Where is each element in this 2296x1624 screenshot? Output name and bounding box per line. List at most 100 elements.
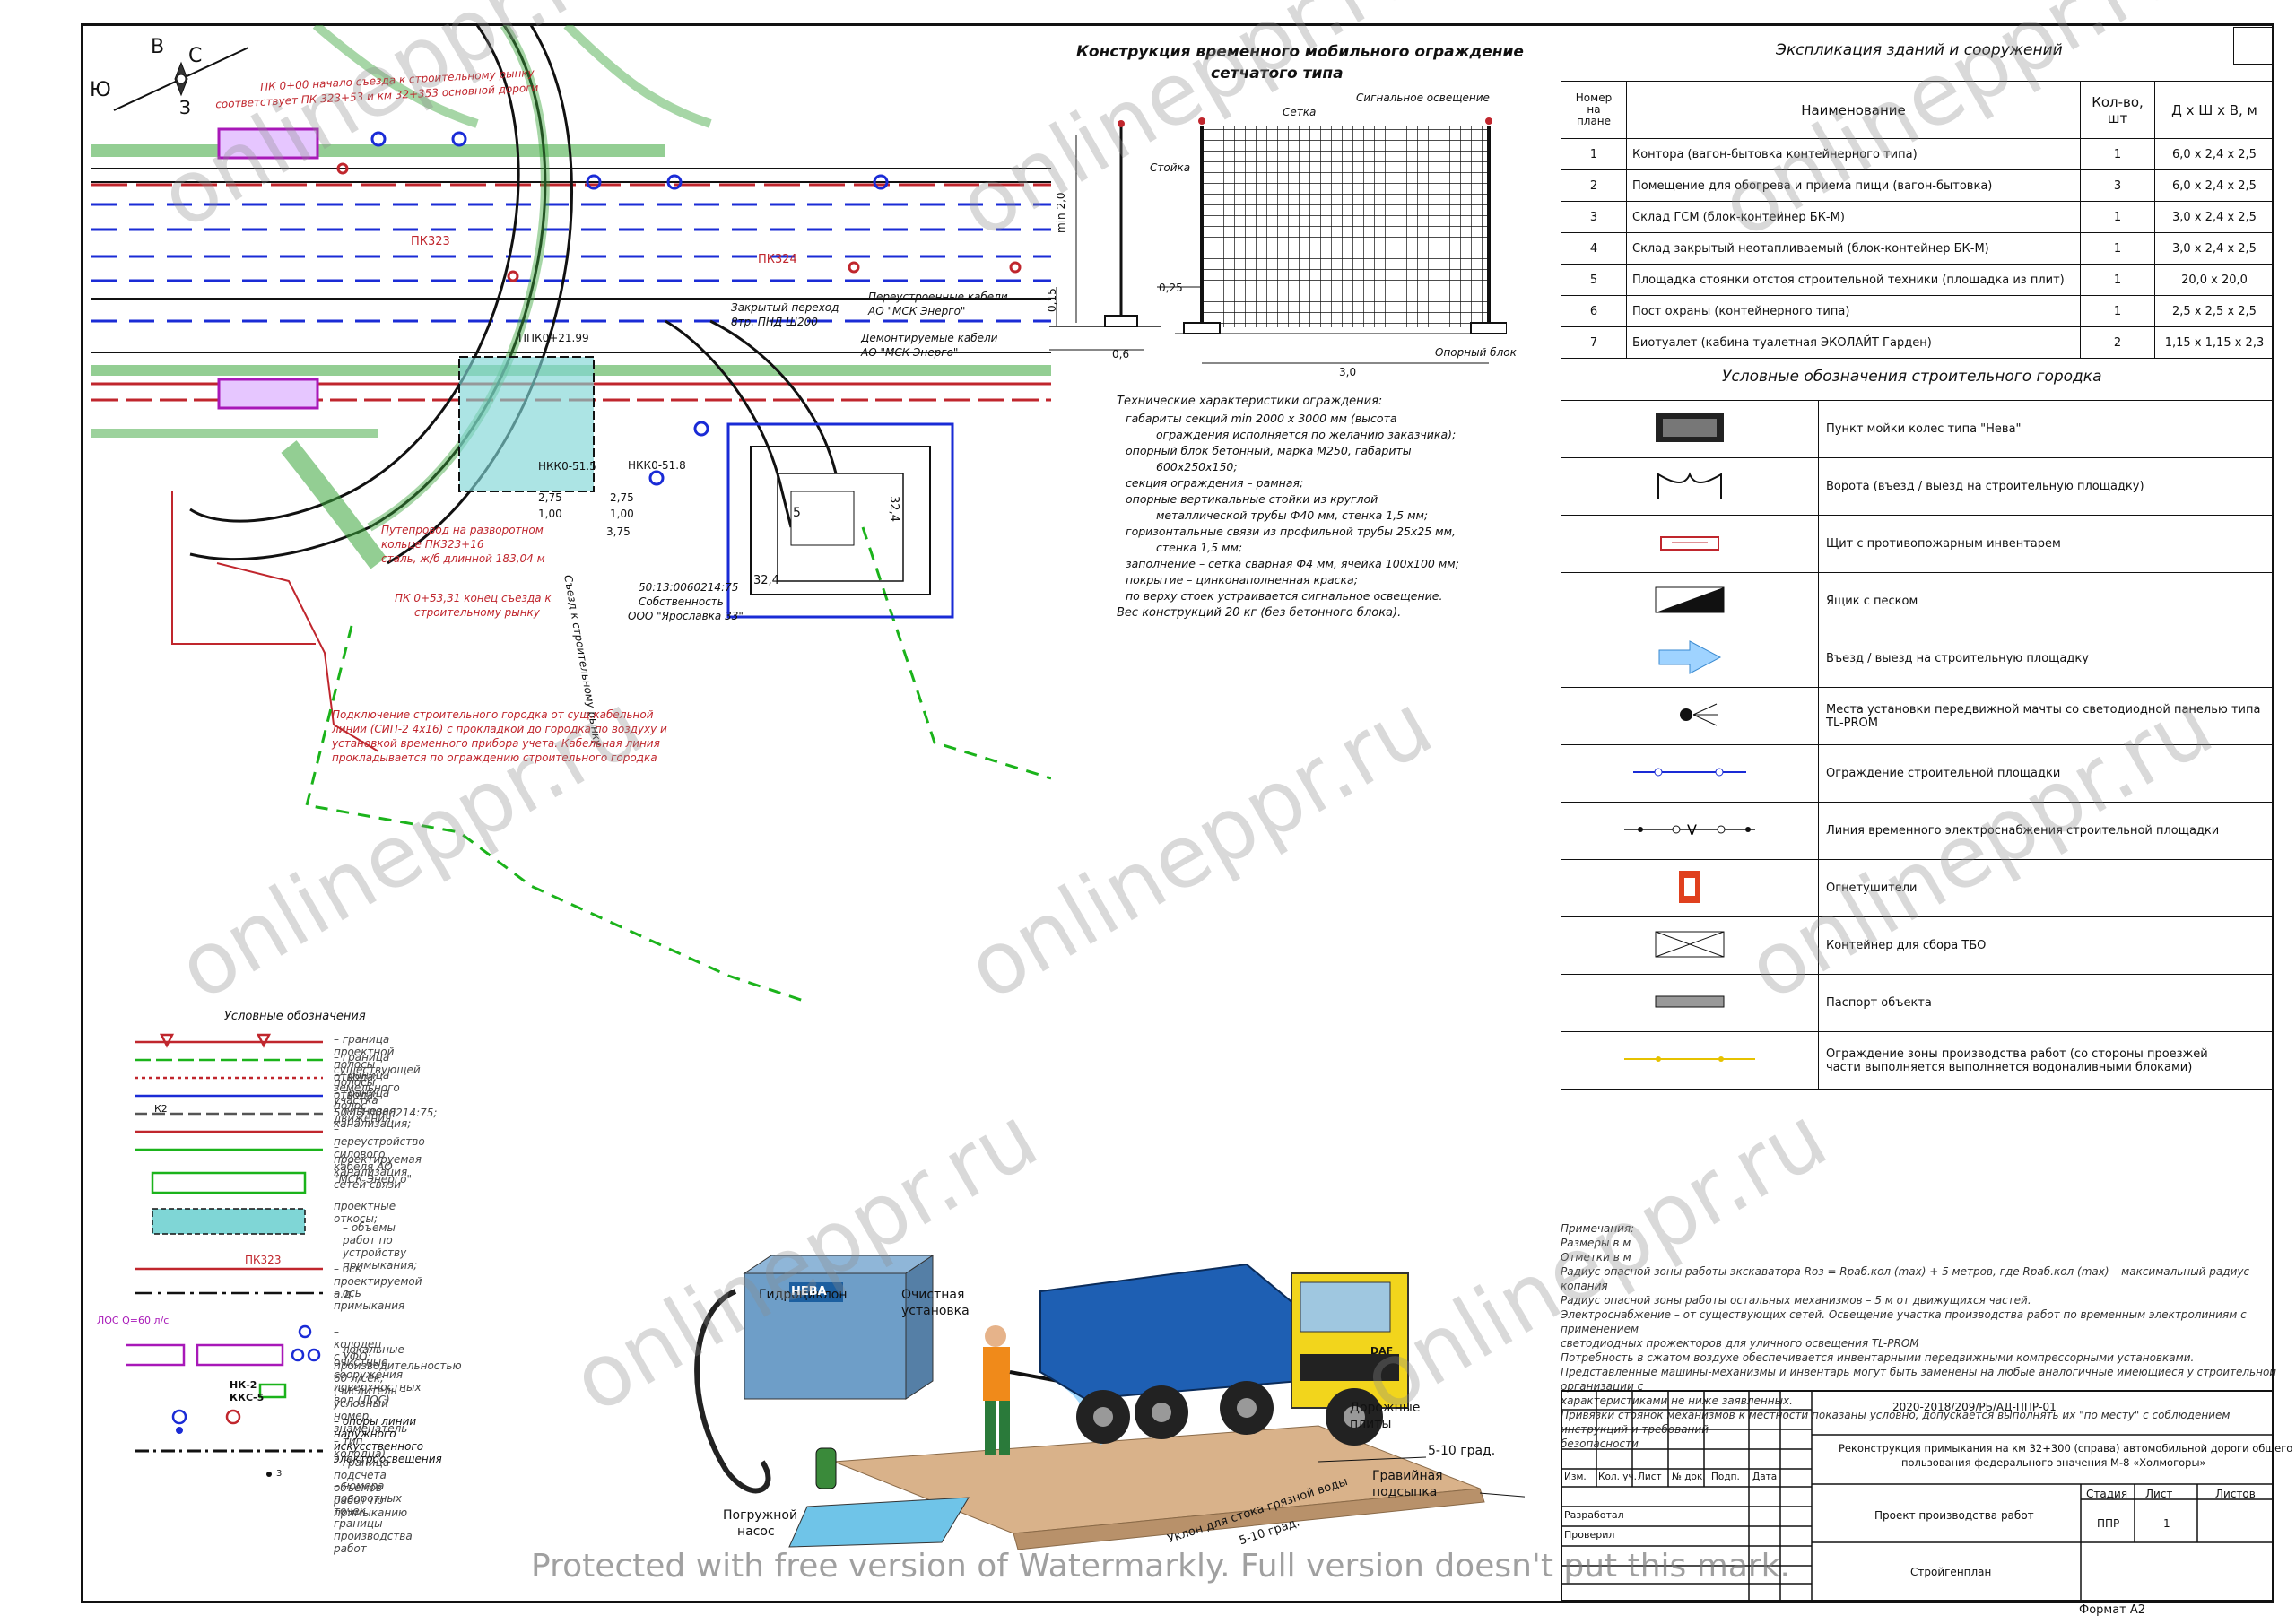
expl-dims: 6,0 х 2,4 х 2,5 <box>2154 138 2274 170</box>
ppk-label: ППК0+21.99 <box>518 332 589 344</box>
dim-small-5: 3,75 <box>606 525 631 538</box>
expl-qty: 2 <box>2080 326 2155 359</box>
plan-legend-k2: К2 <box>154 1103 168 1115</box>
plan-leg-2: – граница земельного участка 50:13:00602… <box>334 1069 438 1119</box>
camp-legend-text: Огнетушители <box>1818 859 2274 917</box>
power-1: Подключение строительного городка от сущ… <box>332 708 654 721</box>
note-4: Электроснабжение – от существующих сетей… <box>1561 1308 2247 1335</box>
compass-north: С <box>188 45 203 67</box>
camp-legend-row: Ворота (въезд / выезд на строительную пл… <box>1561 457 2274 516</box>
spec-7: горизонтальные связи из профильной трубы… <box>1126 525 1457 538</box>
gate-icon <box>1561 457 1819 516</box>
compass-east: В <box>151 36 165 58</box>
stamp-project-2: пользования федерального значения М-8 «Х… <box>1901 1456 2206 1469</box>
expl-num: 6 <box>1561 295 1627 327</box>
fence-small-dim: 0,15 <box>1046 288 1058 312</box>
spec-5: опорные вертикальные стойки из круглой <box>1126 492 1378 506</box>
fence-title-2: сетчатого типа <box>1211 65 1344 83</box>
note-3: Радиус опасной зоны работы остальных мех… <box>1561 1294 2031 1307</box>
parcel-2: Собственность <box>639 595 724 608</box>
plan-leg-15: – опоры линии наружного искусственного э… <box>334 1415 442 1465</box>
note-7: Представленные машины-механизмы и инвент… <box>1561 1366 2277 1393</box>
expl-header-num-3: плане <box>1576 115 1612 127</box>
nkk1-label: НКК0-51.5 <box>538 460 596 473</box>
camp-legend-text: Контейнер для сбора ТБО <box>1818 916 2274 975</box>
fence-weight: Вес конструкций 20 кг (без бетонного бло… <box>1117 606 1402 620</box>
relaid-cables-1: Переустроенные кабели <box>868 291 1008 303</box>
spec-2: опорный блок бетонный, марка М250, габар… <box>1126 444 1412 457</box>
pk324-label: ПК324 <box>758 253 797 266</box>
expl-qty: 1 <box>2080 264 2155 296</box>
expl-dims: 6,0 х 2,4 х 2,5 <box>2154 169 2274 202</box>
note-1: Отметки в м <box>1561 1251 1631 1264</box>
camp-legend-text: Ограждение зоны производства работ (со с… <box>1818 1031 2274 1090</box>
camp-legend-text-line: Ограждение зоны производства работ (со с… <box>1826 1046 2208 1061</box>
object-passport-icon <box>1561 974 1819 1032</box>
title-block-grid <box>1561 1390 2274 1602</box>
note-5: светодиодных прожекторов для уличного ос… <box>1561 1337 1919 1350</box>
expl-dims: 3,0 х 2,4 х 2,5 <box>2154 201 2274 233</box>
stamp-col-4: Подп. <box>1711 1472 1740 1482</box>
camp-legend-row: Щит с противопожарным инвентарем <box>1561 515 2274 573</box>
wash-pump-2: насос <box>737 1524 775 1539</box>
stamp-stage: ППР <box>2097 1517 2120 1530</box>
explication-title: Экспликация зданий и сооружений <box>1776 41 2063 59</box>
plan-leg-12: – локальные очистные сооружения поверхно… <box>334 1343 422 1406</box>
camp-legend-text: Ящик с песком <box>1818 572 2274 630</box>
wash-plates-2: плиты <box>1350 1417 1392 1431</box>
waste-container-icon <box>1561 916 1819 975</box>
plan-leg-0: – граница проектной полосы отвода; <box>334 1033 395 1083</box>
plan-legend-kks5: ККС-5 <box>230 1392 265 1403</box>
camp-legend-text: Щит с противопожарным инвентарем <box>1818 515 2274 573</box>
pk-end-1: ПК 0+53,31 конец съезда к <box>395 592 552 604</box>
plan-legend-title: Условные обозначения <box>224 1010 366 1023</box>
spec-9: заполнение – сетка сварная Ф4 мм, ячейка… <box>1126 557 1459 570</box>
expl-name: Помещение для обогрева и приема пищи (ва… <box>1626 169 2081 202</box>
power-line-icon: V <box>1561 802 1819 860</box>
expl-qty: 1 <box>2080 295 2155 327</box>
camp-legend-row: Ящик с песком <box>1561 572 2274 630</box>
expl-qty: 1 <box>2080 201 2155 233</box>
fire-board-icon <box>1561 515 1819 573</box>
camp-legend-row: Паспорт объекта <box>1561 974 2274 1032</box>
wash-truck-brand: DAF <box>1370 1345 1394 1357</box>
stamp-project-1: Реконструкция примыкания на км 32+300 (с… <box>1839 1442 2293 1455</box>
power-4: прокладывается по ограждению строительно… <box>332 751 657 764</box>
stamp-sheet: 1 <box>2163 1517 2170 1530</box>
overpass-2: кольце ПК323+16 <box>381 538 484 551</box>
expl-header-num-1: Номер <box>1575 91 1613 104</box>
parcel-3: ООО "Ярославка 33" <box>628 610 744 622</box>
plan-leg-7: – проектные откосы; <box>334 1187 396 1225</box>
fence-length-dim: 3,0 <box>1339 366 1357 378</box>
plan-leg-3: – граница полос движения; <box>334 1087 396 1125</box>
spec-10: покрытие – цинконаполненная краска; <box>1126 573 1358 586</box>
camp-legend-row: Огнетушители <box>1561 859 2274 917</box>
plan-leg-1: – граница существующей полосы отвода; <box>334 1051 421 1101</box>
note-6: Потребность в сжатом воздухе обеспечивае… <box>1561 1351 2195 1364</box>
fence-signal-label: Сигнальное освещение <box>1356 91 1490 104</box>
camp-legend-row: Ограждение зоны производства работ (со с… <box>1561 1031 2274 1090</box>
expl-num: 4 <box>1561 232 1627 265</box>
expl-name: Площадка стоянки отстоя строительной тех… <box>1626 264 2081 296</box>
camp-legend-row: Места установки передвижной мачты со све… <box>1561 687 2274 745</box>
expl-name: Биотуалет (кабина туалетная ЭКОЛАЙТ Гард… <box>1626 326 2081 359</box>
wash-plates-1: Дорожные <box>1350 1401 1421 1415</box>
relaid-cables-2: АО "МСК Энерго" <box>868 305 966 317</box>
dim-small-2: 1,00 <box>538 508 562 520</box>
site-plan <box>91 25 1051 1004</box>
plan-leg-17: – номера поворотных точек границы произв… <box>334 1480 413 1555</box>
expl-num: 5 <box>1561 264 1627 296</box>
spec-6: металлической трубы Ф40 мм, стенка 1,5 м… <box>1156 508 1429 522</box>
fence-specs-title: Технические характеристики ограждения: <box>1117 395 1383 408</box>
wash-illustration <box>694 1255 1525 1550</box>
expl-qty: 3 <box>2080 169 2155 202</box>
stamp-col-3: № док. <box>1672 1472 1706 1482</box>
stamp-col-5: Дата <box>1752 1472 1778 1482</box>
spec-0: габариты секций min 2000 х 3000 мм (высо… <box>1126 412 1397 425</box>
